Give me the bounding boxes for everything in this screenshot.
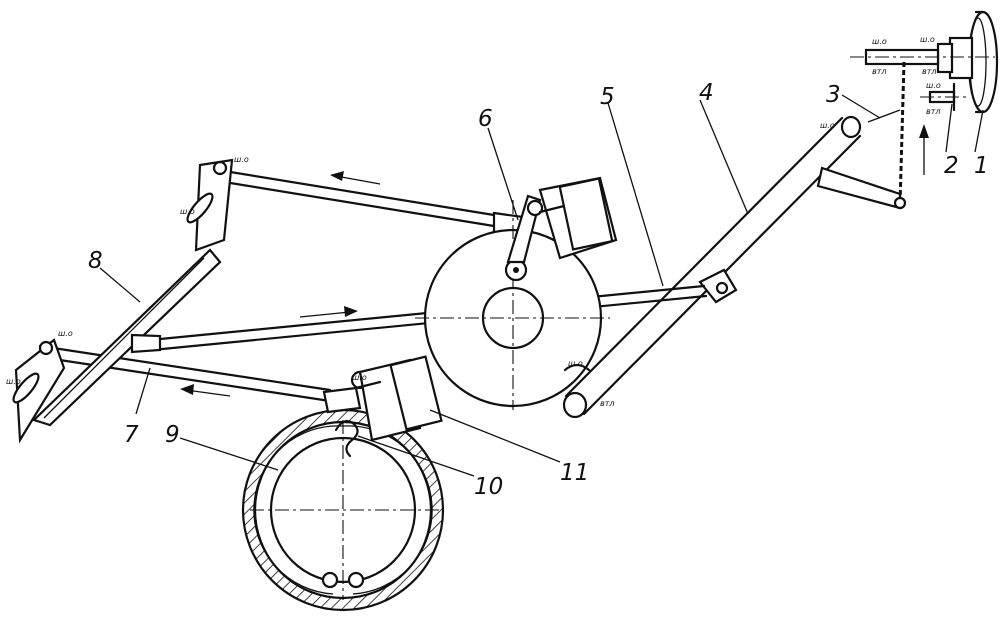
label-2: 2 [944, 153, 959, 179]
svg-text:ш.о: ш.о [6, 377, 21, 386]
label-6: 6 [478, 106, 493, 132]
svg-text:ш.о: ш.о [872, 37, 887, 46]
svg-text:втл: втл [922, 67, 937, 76]
svg-text:ш.о: ш.о [568, 359, 583, 368]
svg-text:ш.о: ш.о [926, 81, 941, 90]
label-3: 3 [826, 82, 841, 108]
direction-arrow-up [919, 124, 929, 175]
arrow-left-lower [180, 384, 231, 397]
svg-text:втл: втл [926, 107, 941, 116]
cross-shaft-4: ш.о втл [562, 115, 907, 419]
lower-brake-chamber-11: ш.о [322, 355, 443, 442]
chain-3 [867, 61, 906, 206]
label-1: 1 [974, 153, 989, 179]
part-labels: 1 2 3 4 5 6 7 8 9 10 11 [88, 80, 989, 500]
svg-text:ш.о: ш.о [352, 373, 367, 382]
upper-rod [216, 168, 532, 238]
label-7: 7 [124, 422, 139, 448]
lower-brake-drum-9 [241, 408, 445, 612]
upper-brake-drum: ш.о [415, 176, 618, 410]
svg-text:втл: втл [600, 399, 615, 408]
label-8: 8 [88, 248, 103, 274]
svg-text:втл: втл [872, 67, 887, 76]
label-5: 5 [600, 84, 615, 110]
svg-text:ш.о: ш.о [180, 207, 195, 216]
leader-lines [99, 94, 984, 477]
label-9: 9 [165, 422, 180, 448]
svg-text:ш.о: ш.о [920, 35, 935, 44]
svg-text:ш.о: ш.о [58, 329, 73, 338]
label-11: 11 [560, 460, 589, 486]
handwheel: ш.о ш.о втл втл [850, 10, 999, 114]
label-10: 10 [474, 474, 503, 500]
svg-text:ш.о: ш.о [234, 155, 249, 164]
svg-text:ш.о: ш.о [820, 121, 835, 130]
label-4: 4 [699, 80, 714, 106]
equalizer-lever-8: ш.о ш.о ш.о ш.о [6, 155, 249, 444]
arrow-left-upper [330, 171, 381, 185]
shaft-2: ш.о втл [920, 81, 968, 116]
rod-7 [38, 344, 332, 403]
arrow-right-middle [299, 306, 358, 318]
